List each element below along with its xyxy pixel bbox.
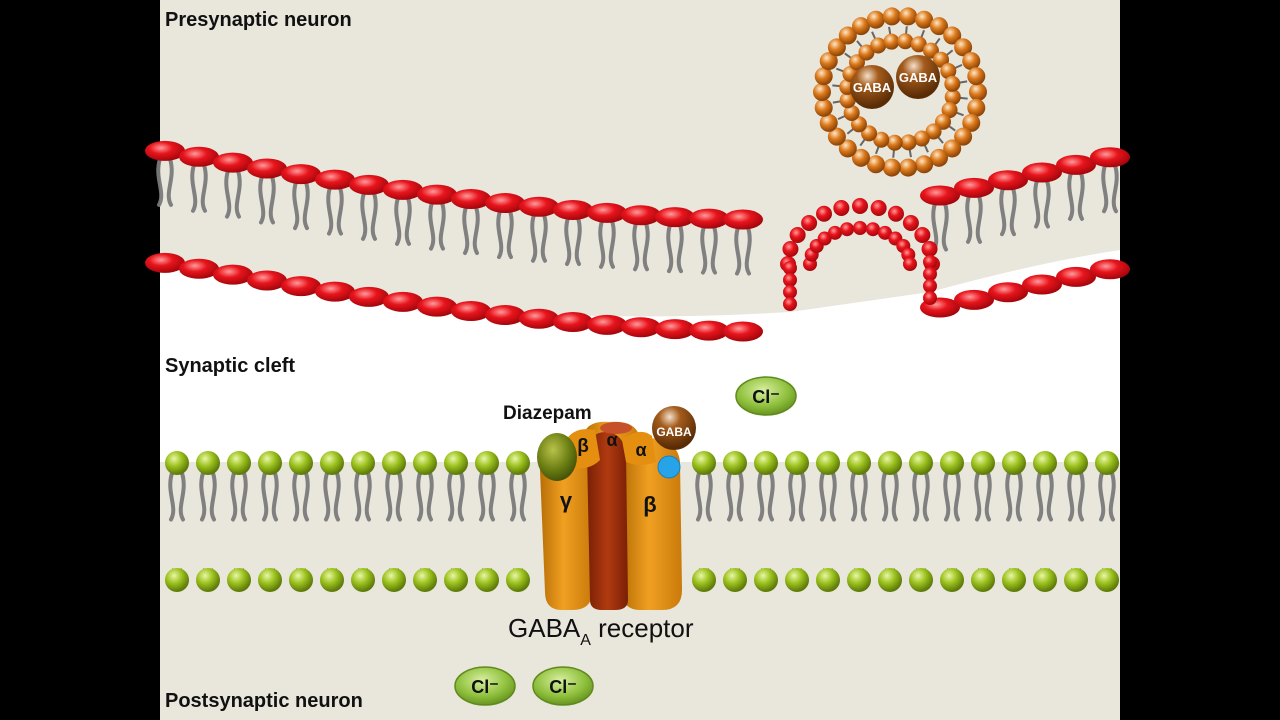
receptor-top-alpha xyxy=(622,431,656,465)
diazepam-label: Diazepam xyxy=(503,403,592,424)
postsynaptic-membrane xyxy=(165,451,1119,592)
receptor-cap xyxy=(600,422,632,434)
vesicle-gaba-2: GABA xyxy=(896,55,940,99)
diazepam-molecule xyxy=(537,433,577,481)
subunit-alpha-right-label: α xyxy=(635,440,646,460)
receptor-label-subscript: A xyxy=(580,632,591,649)
synaptic-cleft-area xyxy=(160,250,1120,462)
subunit-alpha-left-label: α xyxy=(606,430,617,450)
bound-gaba: GABA xyxy=(652,406,696,450)
synaptic-cleft-label: Synaptic cleft xyxy=(165,355,295,377)
chloride-ion-post-1: Cl⁻ xyxy=(454,666,516,706)
chloride-ion-label-1: Cl⁻ xyxy=(752,387,780,407)
subunit-beta-left-label: β xyxy=(577,436,589,457)
exocytosis-pit xyxy=(780,198,940,311)
gabaa-receptor xyxy=(540,421,682,610)
receptor-label-suffix: receptor xyxy=(591,613,694,643)
chloride-ion-label-2: Cl⁻ xyxy=(471,677,499,697)
vesicle-gaba-label-1: GABA xyxy=(853,80,892,95)
receptor-subunit-gamma xyxy=(540,448,592,610)
receptor-label-main: GABA xyxy=(508,613,581,643)
chloride-ion-cleft: Cl⁻ xyxy=(735,376,797,416)
chloride-ion-post-2: Cl⁻ xyxy=(532,666,594,706)
vesicle-gaba-1: GABA xyxy=(850,65,894,109)
presynaptic-membrane xyxy=(145,140,1130,342)
receptor-label: GABAA receptor xyxy=(508,613,694,649)
receptor-channel-core xyxy=(587,432,628,610)
gaba-binding-site xyxy=(657,455,681,479)
subunit-gamma-label: γ xyxy=(560,488,573,513)
chloride-ion-label-3: Cl⁻ xyxy=(549,677,577,697)
subunit-beta-right-label: β xyxy=(643,492,656,517)
left-letterbox xyxy=(0,0,160,720)
synaptic-vesicle xyxy=(813,7,987,177)
receptor-subunit-beta-right xyxy=(622,437,682,610)
right-letterbox xyxy=(1120,0,1280,720)
bound-gaba-label: GABA xyxy=(656,425,692,439)
presynaptic-label: Presynaptic neuron xyxy=(165,9,352,31)
postsynaptic-label: Postsynaptic neuron xyxy=(165,690,363,712)
vesicle-gaba-label-2: GABA xyxy=(899,70,938,85)
